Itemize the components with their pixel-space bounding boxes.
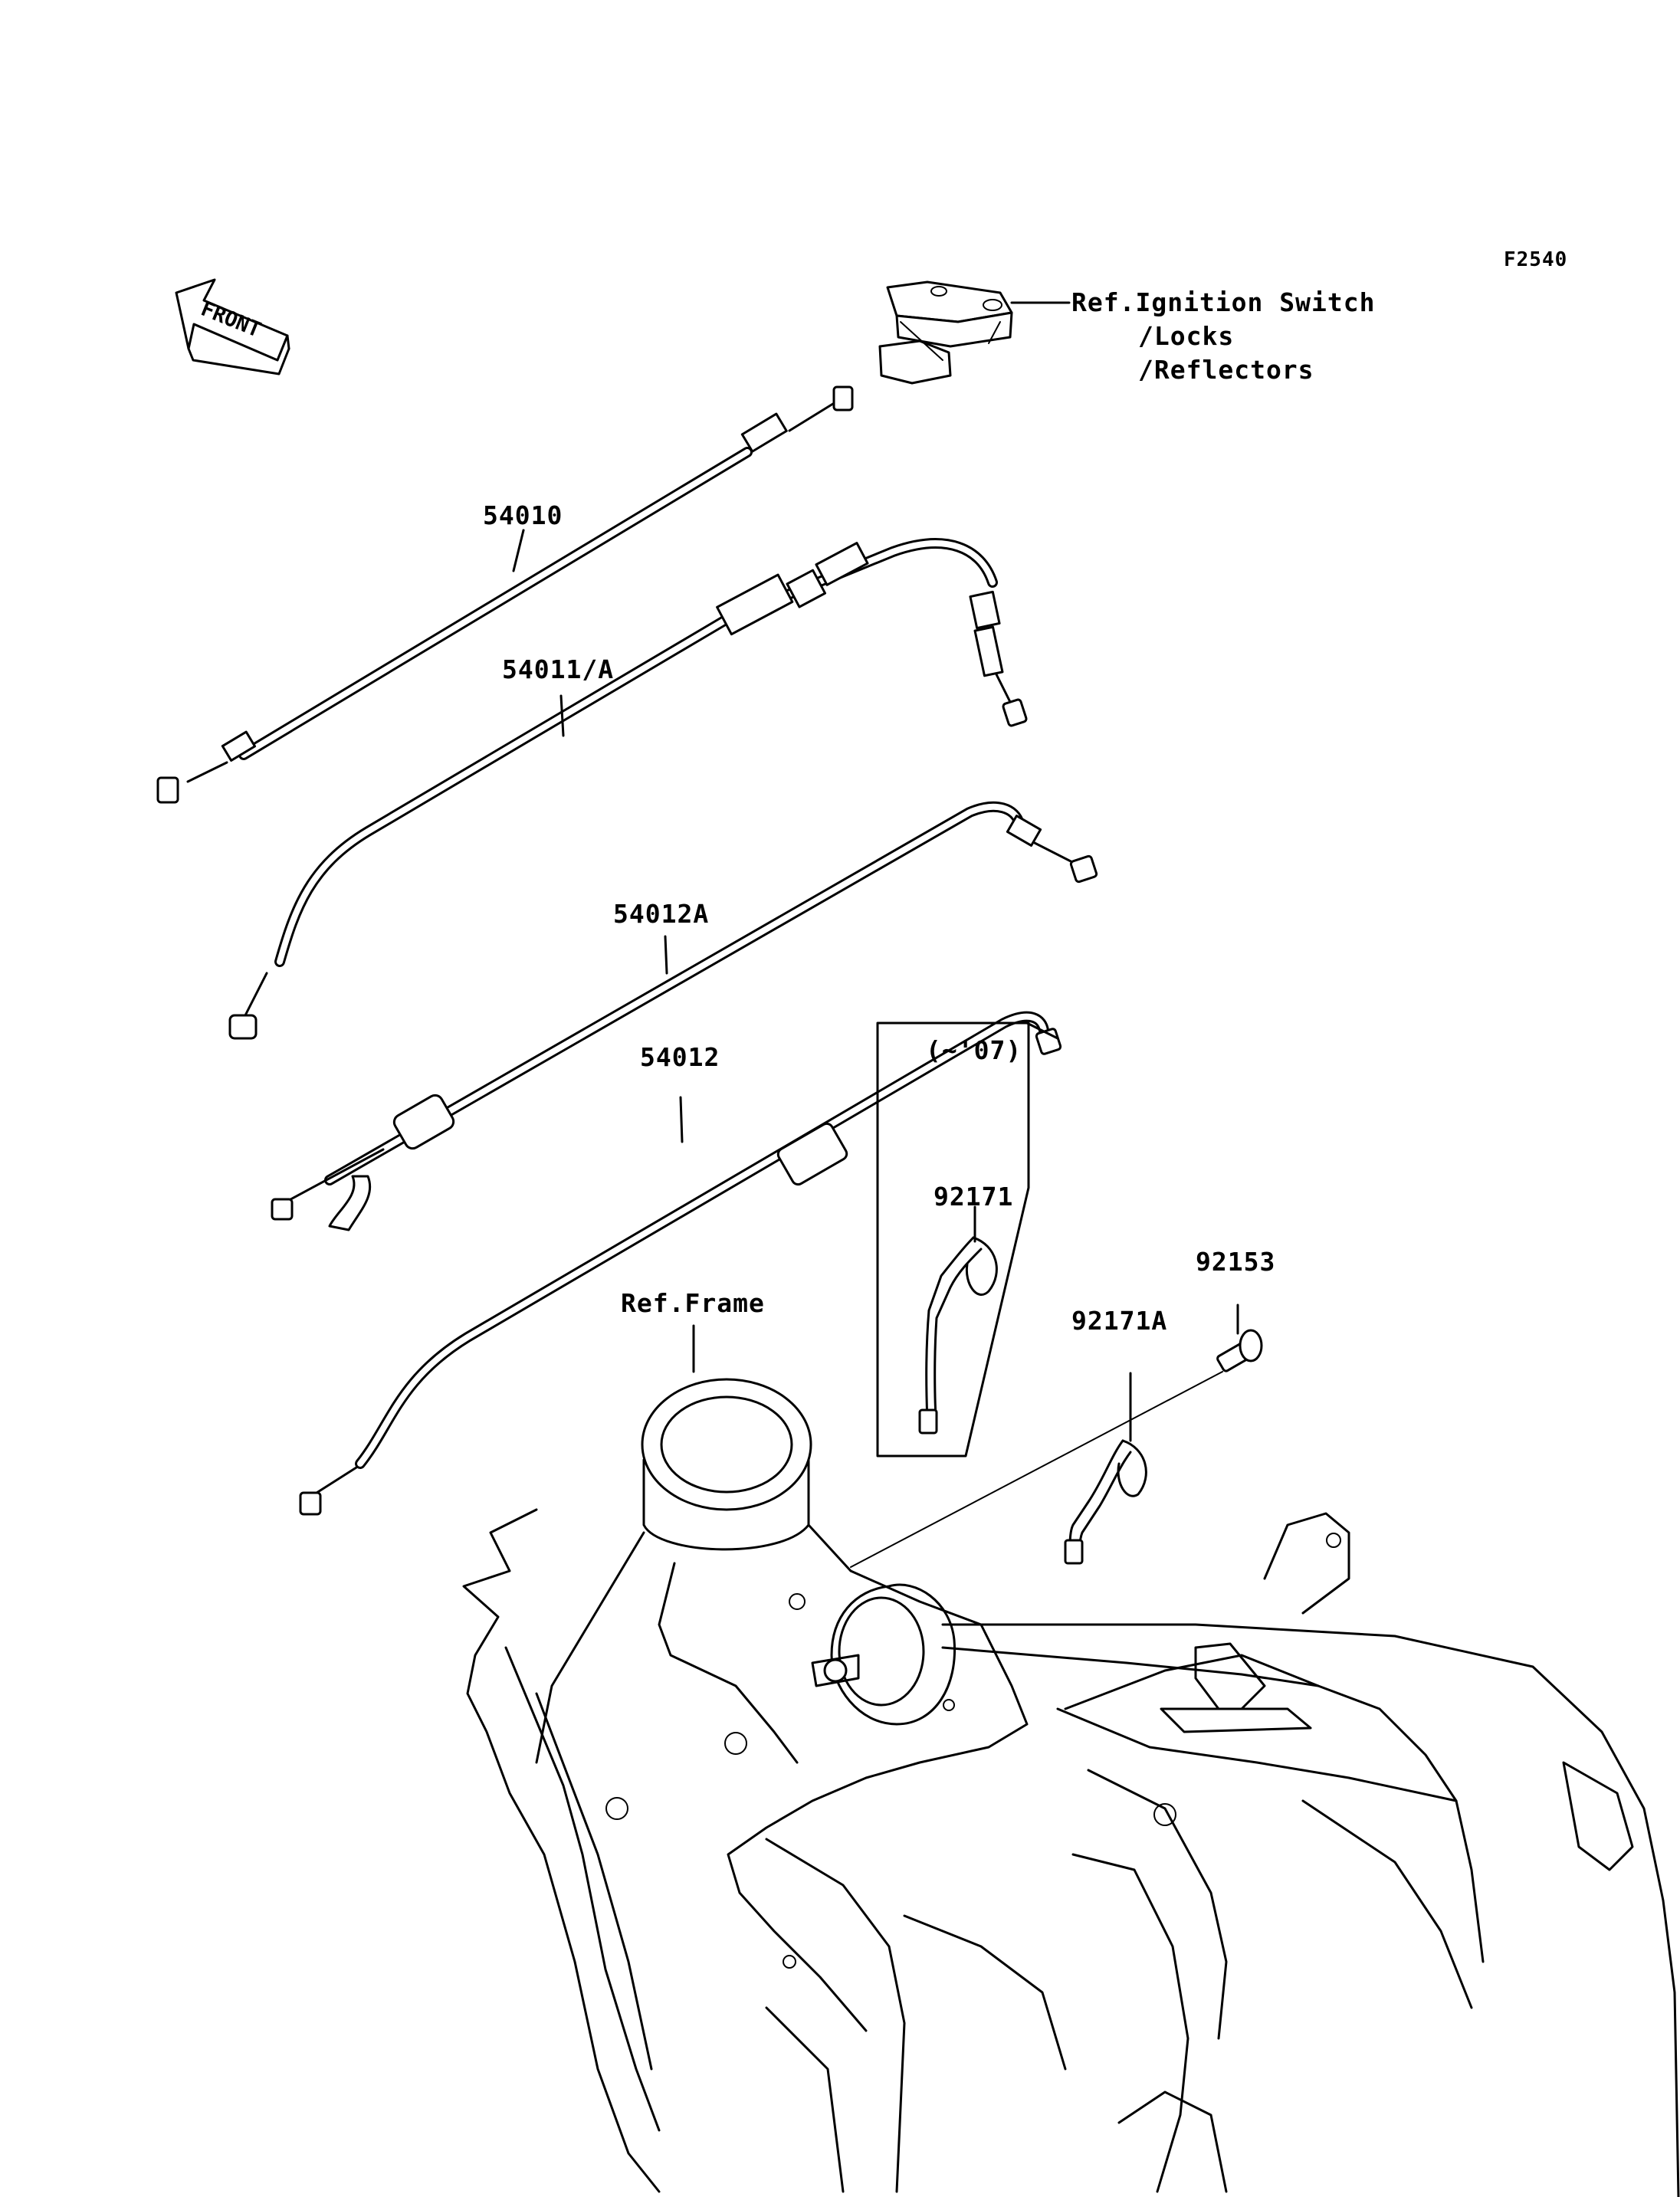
part-number-92153: 92153 — [1196, 1247, 1276, 1277]
ignition-ref-label-line2: /Locks — [1138, 321, 1235, 351]
inset-range-label: (~'07) — [926, 1035, 1022, 1065]
bolt-92153 — [1216, 1303, 1263, 1372]
part-number-54012: 54012 — [640, 1042, 720, 1072]
inset-92171-box — [876, 1021, 1030, 1458]
frame-ref-label: Ref.Frame — [621, 1288, 765, 1318]
cable-54012a — [271, 801, 1098, 1231]
part-number-54012a: 54012A — [613, 899, 710, 929]
part-number-54010: 54010 — [483, 500, 563, 530]
part-number-92171: 92171 — [934, 1182, 1014, 1212]
clip-92171a — [850, 1371, 1223, 1568]
cable-54011a — [228, 538, 1028, 1040]
ignition-ref-label-line1: Ref.Ignition Switch — [1071, 287, 1376, 317]
part-number-92171a: 92171A — [1071, 1306, 1168, 1336]
ignition-switch-bracket — [878, 280, 1071, 385]
frame-ref-drawing — [462, 1324, 1680, 2197]
part-number-54011a: 54011/A — [502, 654, 615, 684]
ignition-ref-label-line3: /Reflectors — [1138, 355, 1314, 385]
cable-54012 — [299, 1011, 1062, 1516]
front-direction-arrow-icon: FRONT — [175, 278, 290, 375]
cable-54010 — [156, 385, 854, 804]
figure-code: F2540 — [1504, 248, 1568, 271]
